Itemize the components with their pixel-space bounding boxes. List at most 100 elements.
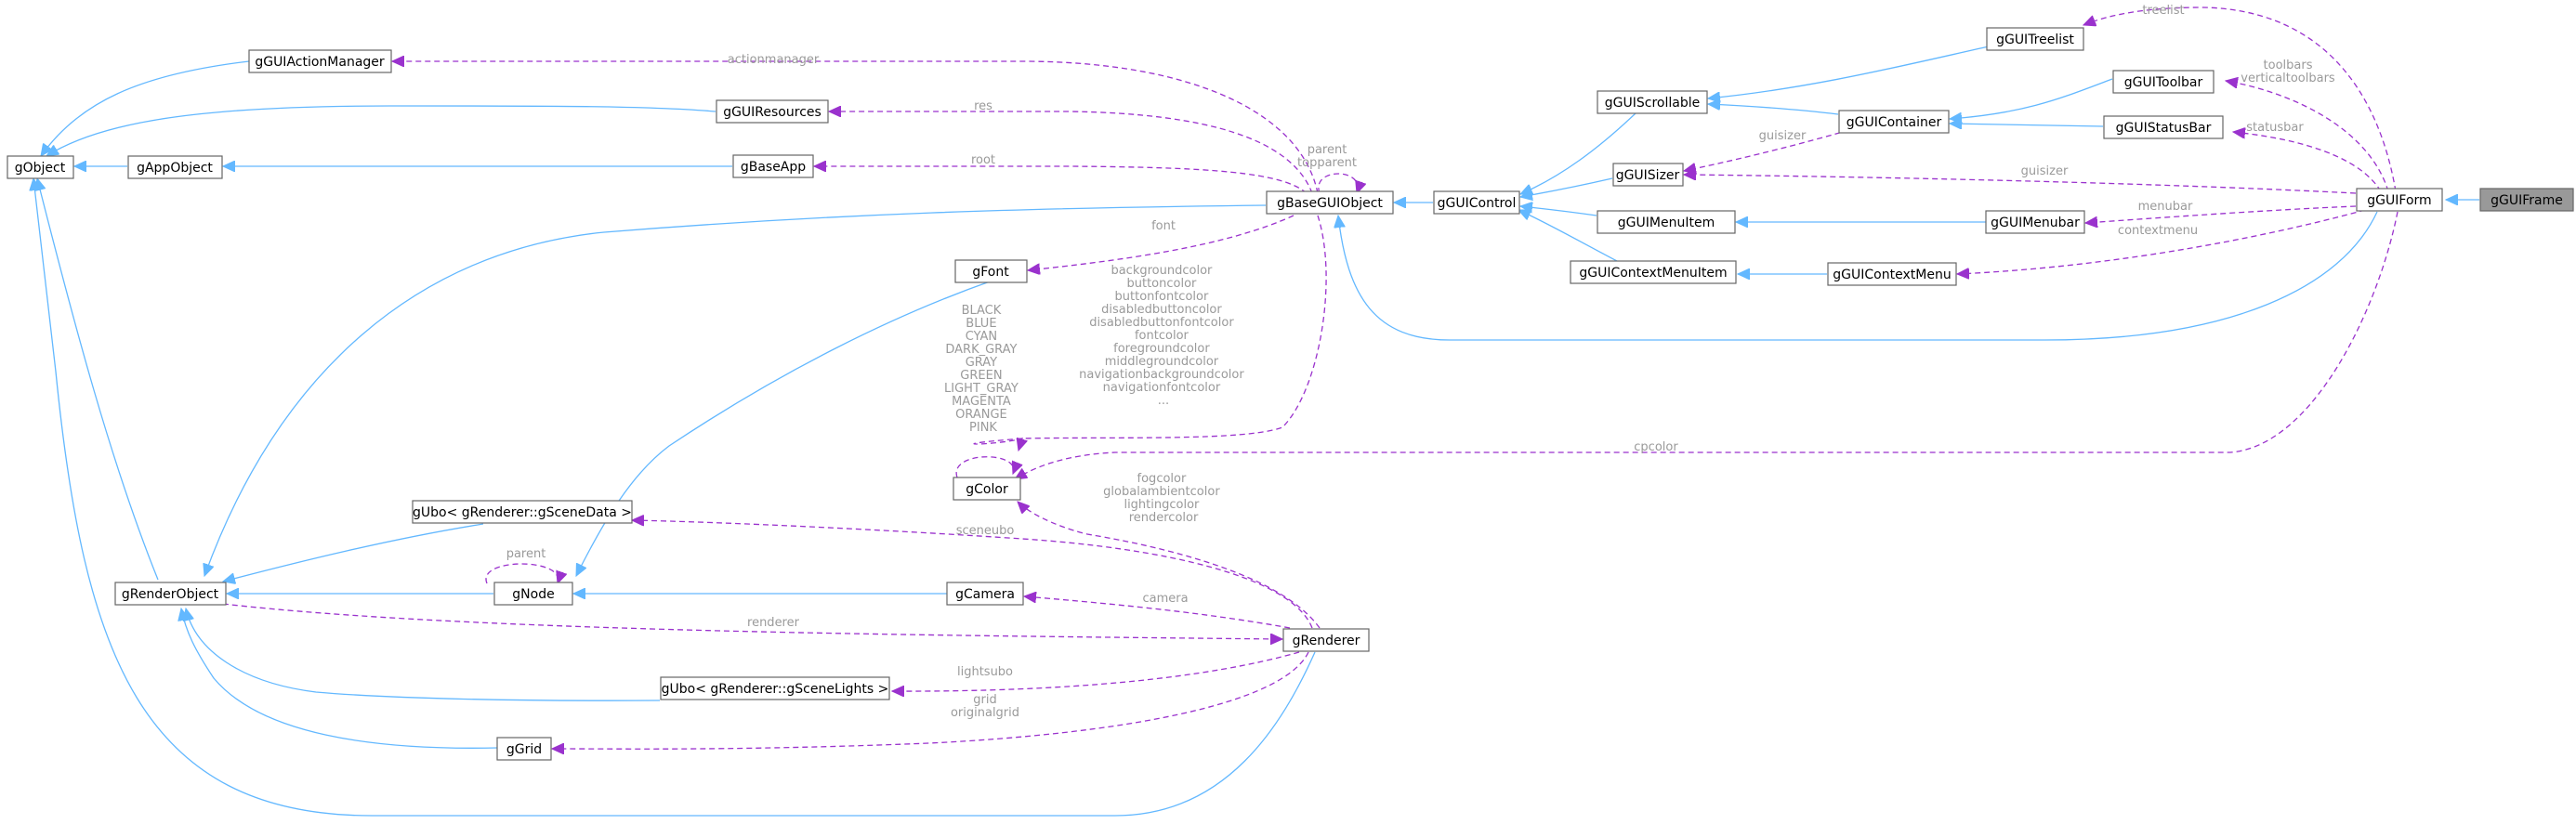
label-contextmenu: contextmenu [2118,224,2198,238]
node-gNode[interactable]: gNode [493,582,573,606]
label-res: res [974,99,992,113]
node-gGrid[interactable]: gGrid [496,737,552,761]
svg-text:gBaseGUIObject: gBaseGUIObject [1277,196,1383,211]
edge-gFont-gNode [575,280,993,576]
node-gAppObject[interactable]: gAppObject [127,155,223,179]
node-gGUIScrollable[interactable]: gGUIScrollable [1597,90,1708,114]
label-parent-node: parent [506,547,546,561]
node-gGUIActionManager[interactable]: gGUIActionManager [248,49,392,73]
edge-gGUIContainer-gGUIScrollable [1708,104,1839,115]
node-gGUIToolbar[interactable]: gGUIToolbar [2112,70,2215,94]
node-gRenderer[interactable]: gRenderer [1282,628,1370,652]
edge-gBaseGUIObject-root [814,166,1308,194]
node-gGUIResources[interactable]: gGUIResources [716,99,829,124]
label-guisizer-form: guisizer [2021,164,2069,178]
node-gFont[interactable]: gFont [954,259,1028,283]
svg-text:gBaseApp: gBaseApp [741,160,806,175]
label-guisizer-container: guisizer [1759,129,1807,143]
svg-text:gObject: gObject [15,161,66,176]
edge-gGUIScrollable-gGUIControl [1520,112,1636,194]
label-renderer: renderer [747,616,800,630]
node-gColor[interactable]: gColor [953,477,1021,501]
node-gGUIMenubar[interactable]: gGUIMenubar [1985,210,2085,234]
edge-gRenderer-lightsubo [892,651,1300,691]
edge-gRenderer-gObject [33,178,1316,817]
edge-gGUIActionManager-gObject [41,60,250,156]
label-colors-base: backgroundcolor buttoncolor buttonfontco… [1079,264,1248,408]
svg-text:gGUIMenubar: gGUIMenubar [1991,216,2080,230]
label-font: font [1151,219,1176,233]
svg-text:gFont: gFont [972,265,1009,280]
edge-gGUIContainer-guisizer [1684,129,1850,171]
node-gGUIFrame[interactable]: gGUIFrame [2479,188,2574,212]
svg-text:gGUIControl: gGUIControl [1438,196,1517,211]
node-gGUIContextMenu[interactable]: gGUIContextMenu [1827,262,1957,286]
edge-gNode-self [485,563,559,583]
edge-gColor-self [955,456,1014,478]
edge-gUboLights-gRenderObject [186,608,661,701]
node-gGUIStatusBar[interactable]: gGUIStatusBar [2103,115,2224,139]
svg-text:gGUIStatusBar: gGUIStatusBar [2116,121,2212,136]
svg-text:gGUIToolbar: gGUIToolbar [2124,75,2203,90]
edge-gBaseGUIObject-res [829,111,1313,194]
label-sceneubo: sceneubo [956,524,1015,538]
label-camera: camera [1142,592,1188,606]
label-cpcolor: cpcolor [1634,440,1678,454]
label-treelist: treelist [2142,4,2184,18]
node-gGUIContainer[interactable]: gGUIContainer [1838,110,1950,134]
edge-gRenderObject-renderer [222,603,1282,639]
label-colors-self: BLACK BLUE CYAN DARK_GRAY GRAY GREEN LIG… [944,304,1022,435]
edge-gBaseGUIObject-gRenderObject [204,204,1267,576]
node-gGUITreelist[interactable]: gGUITreelist [1986,27,2084,51]
svg-text:gGUIFrame: gGUIFrame [2491,193,2563,208]
svg-text:gGUIActionManager: gGUIActionManager [255,55,385,70]
node-gRenderObject[interactable]: gRenderObject [114,582,227,606]
node-gCamera[interactable]: gCamera [946,582,1024,606]
svg-text:gGUIContextMenuItem: gGUIContextMenuItem [1579,266,1727,281]
edge-gRenderObject-gObject [37,178,159,581]
usage-edges [222,7,2399,749]
node-gUboLights[interactable]: gUbo< gRenderer::gSceneLights > [660,676,890,700]
edge-gGUIForm-cpcolor [1015,211,2399,479]
svg-text:gColor: gColor [966,482,1008,497]
svg-text:gGUIResources: gGUIResources [723,105,821,120]
svg-text:gRenderer: gRenderer [1293,634,1360,648]
svg-text:gGUIContainer: gGUIContainer [1847,115,1942,130]
edge-gGUIForm-gBaseGUIObject [1338,211,2378,341]
nodes: gGUIFrame gGUIForm gGUITreelist gGUITool… [7,27,2574,761]
edge-gUboScene-gRenderObject [223,523,484,582]
node-gGUIControl[interactable]: gGUIControl [1433,190,1520,215]
node-gGUISizer[interactable]: gGUISizer [1612,163,1684,187]
edge-gRenderer-grid [552,651,1309,749]
edge-gGUIForm-menubar [2085,205,2357,223]
edge-gGUITreelist-gGUIScrollable [1708,46,1990,98]
node-gGUIContextMenuItem[interactable]: gGUIContextMenuItem [1570,260,1737,284]
edge-gGUIForm-guisizer [1684,175,2357,194]
label-root: root [971,153,995,167]
node-gBaseApp[interactable]: gBaseApp [732,154,814,178]
svg-text:gUbo< gRenderer::gSceneLights: gUbo< gRenderer::gSceneLights > [662,682,889,697]
edge-gGUIStatusBar-gGUIContainer [1950,124,2104,126]
svg-text:gGUISizer: gGUISizer [1616,168,1680,183]
node-gUboScene[interactable]: gUbo< gRenderer::gSceneData > [412,500,633,524]
svg-text:gRenderObject: gRenderObject [122,587,219,602]
edge-gBaseGUIObject-actionmanager [392,61,1319,194]
label-statusbar: statusbar [2246,121,2304,135]
label-actionmanager: actionmanager [728,53,820,67]
label-colors-renderer: fogcolor globalambientcolor lightingcolo… [1103,472,1224,525]
edge-gGUIForm-contextmenu [1957,209,2366,274]
node-gObject[interactable]: gObject [7,155,74,179]
svg-text:gGUIContextMenu: gGUIContextMenu [1833,268,1951,282]
node-gGUIMenuItem[interactable]: gGUIMenuItem [1597,210,1736,234]
node-gGUIForm[interactable]: gGUIForm [2356,188,2443,212]
svg-text:gCamera: gCamera [955,587,1015,602]
svg-text:gGUITreelist: gGUITreelist [1996,33,2074,47]
edge-gGrid-gRenderObject [181,608,499,749]
edge-gRenderer-colors [1018,502,1321,629]
svg-text:gNode: gNode [512,587,554,602]
node-gBaseGUIObject[interactable]: gBaseGUIObject [1266,190,1394,215]
